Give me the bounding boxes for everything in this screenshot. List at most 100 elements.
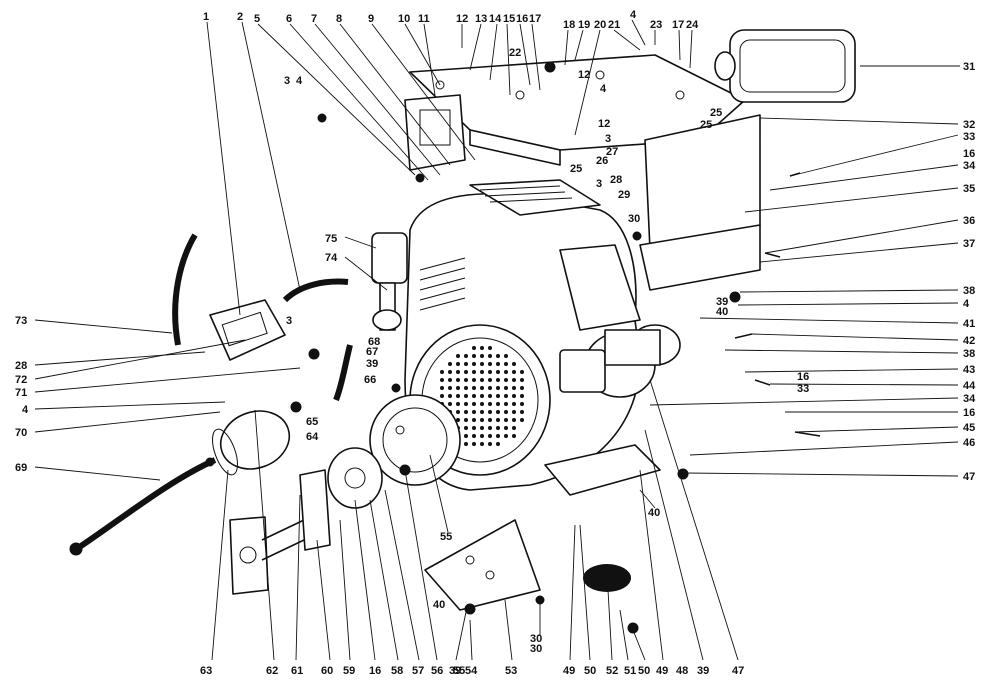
callout: 51 [624, 665, 636, 677]
grill-hole [456, 386, 460, 390]
grill-hole [496, 442, 500, 446]
callout: 30 [628, 213, 640, 225]
grill-hole [512, 418, 516, 422]
grill-hole [480, 378, 484, 382]
callout: 19 [578, 19, 590, 31]
callout: 47 [732, 665, 744, 677]
grill-hole [496, 410, 500, 414]
callout: 47 [963, 471, 975, 483]
callout: 28 [15, 360, 27, 372]
callout: 16 [516, 13, 528, 25]
callout: 30 [530, 643, 542, 655]
grill-hole [496, 394, 500, 398]
callout: 48 [676, 665, 688, 677]
grill-hole [520, 394, 524, 398]
grill-hole [520, 402, 524, 406]
callout: 18 [563, 19, 575, 31]
callout: 4 [600, 83, 607, 95]
callout: 4 [296, 75, 303, 87]
grill-hole [472, 402, 476, 406]
callout: 69 [15, 462, 27, 474]
grill-hole [520, 386, 524, 390]
grill-hole [472, 378, 476, 382]
grill-hole [504, 378, 508, 382]
callout: 61 [291, 665, 303, 677]
callout: 16 [963, 407, 975, 419]
grill-hole [488, 402, 492, 406]
callout: 42 [963, 335, 975, 347]
callout: 34 [963, 160, 976, 172]
grill-hole [480, 434, 484, 438]
grill-hole [472, 386, 476, 390]
grill-hole [464, 386, 468, 390]
callout: 39 [449, 665, 461, 677]
grill-hole [464, 410, 468, 414]
grill-hole [520, 418, 524, 422]
grill-hole [440, 370, 444, 374]
callout: 64 [306, 431, 319, 443]
hardware-bolts [69, 61, 821, 634]
grill-hole [504, 394, 508, 398]
grill-hole [456, 354, 460, 358]
fuel-hoses [76, 233, 353, 551]
grill-hole [488, 394, 492, 398]
callout: 58 [391, 665, 403, 677]
callout: 4 [630, 9, 637, 21]
grill-hole [496, 362, 500, 366]
callout: 3 [286, 315, 292, 327]
callout: 39 [697, 665, 709, 677]
callout-labels: 1 2 5 6 7 8 9 10 11 12 13 14 15 16 17 18… [15, 9, 976, 677]
callout: 12 [598, 118, 610, 130]
callout: 3 [605, 133, 611, 145]
grill-hole [488, 354, 492, 358]
grill-hole [496, 378, 500, 382]
grill-hole [488, 362, 492, 366]
grill-hole [512, 378, 516, 382]
shaft-adapter-plate [229, 469, 331, 595]
callout: 26 [596, 155, 608, 167]
grill-hole [448, 370, 452, 374]
callout: 12 [456, 13, 468, 25]
air-cleaner [209, 299, 286, 361]
grill-hole [464, 442, 468, 446]
grill-hole [464, 362, 468, 366]
grill-hole [504, 402, 508, 406]
callout: 4 [22, 404, 29, 416]
grill-hole [464, 378, 468, 382]
grill-hole [472, 426, 476, 430]
grill-hole [496, 354, 500, 358]
grill-hole [464, 426, 468, 430]
grill-hole [496, 434, 500, 438]
callout: 16 [963, 148, 975, 160]
grill-hole [488, 418, 492, 422]
grill-hole [448, 402, 452, 406]
grill-hole [504, 354, 508, 358]
engine-base-bracket [424, 444, 661, 611]
grill-hole [472, 354, 476, 358]
heat-shield-panel [639, 114, 761, 291]
grill-hole [456, 378, 460, 382]
grill-hole [488, 378, 492, 382]
grill-hole [496, 426, 500, 430]
callout: 4 [963, 298, 970, 310]
callout: 21 [608, 19, 620, 31]
callout: 3 [284, 75, 290, 87]
grill-hole [520, 378, 524, 382]
callout: 25 [710, 107, 722, 119]
callout: 55 [453, 665, 465, 677]
callout: 39 [366, 358, 378, 370]
callout: 50 [638, 665, 650, 677]
grill-hole [512, 386, 516, 390]
grill-hole [512, 434, 516, 438]
callout: 39 [716, 296, 728, 308]
callout: 6 [286, 13, 292, 25]
callout: 65 [306, 416, 318, 428]
callout: 30 [530, 633, 542, 645]
callout: 57 [412, 665, 424, 677]
callout: 60 [321, 665, 333, 677]
callout: 63 [200, 665, 212, 677]
callout: 38 [963, 285, 975, 297]
callout: 54 [465, 665, 478, 677]
grill-hole [464, 370, 468, 374]
callout: 17 [672, 19, 684, 31]
